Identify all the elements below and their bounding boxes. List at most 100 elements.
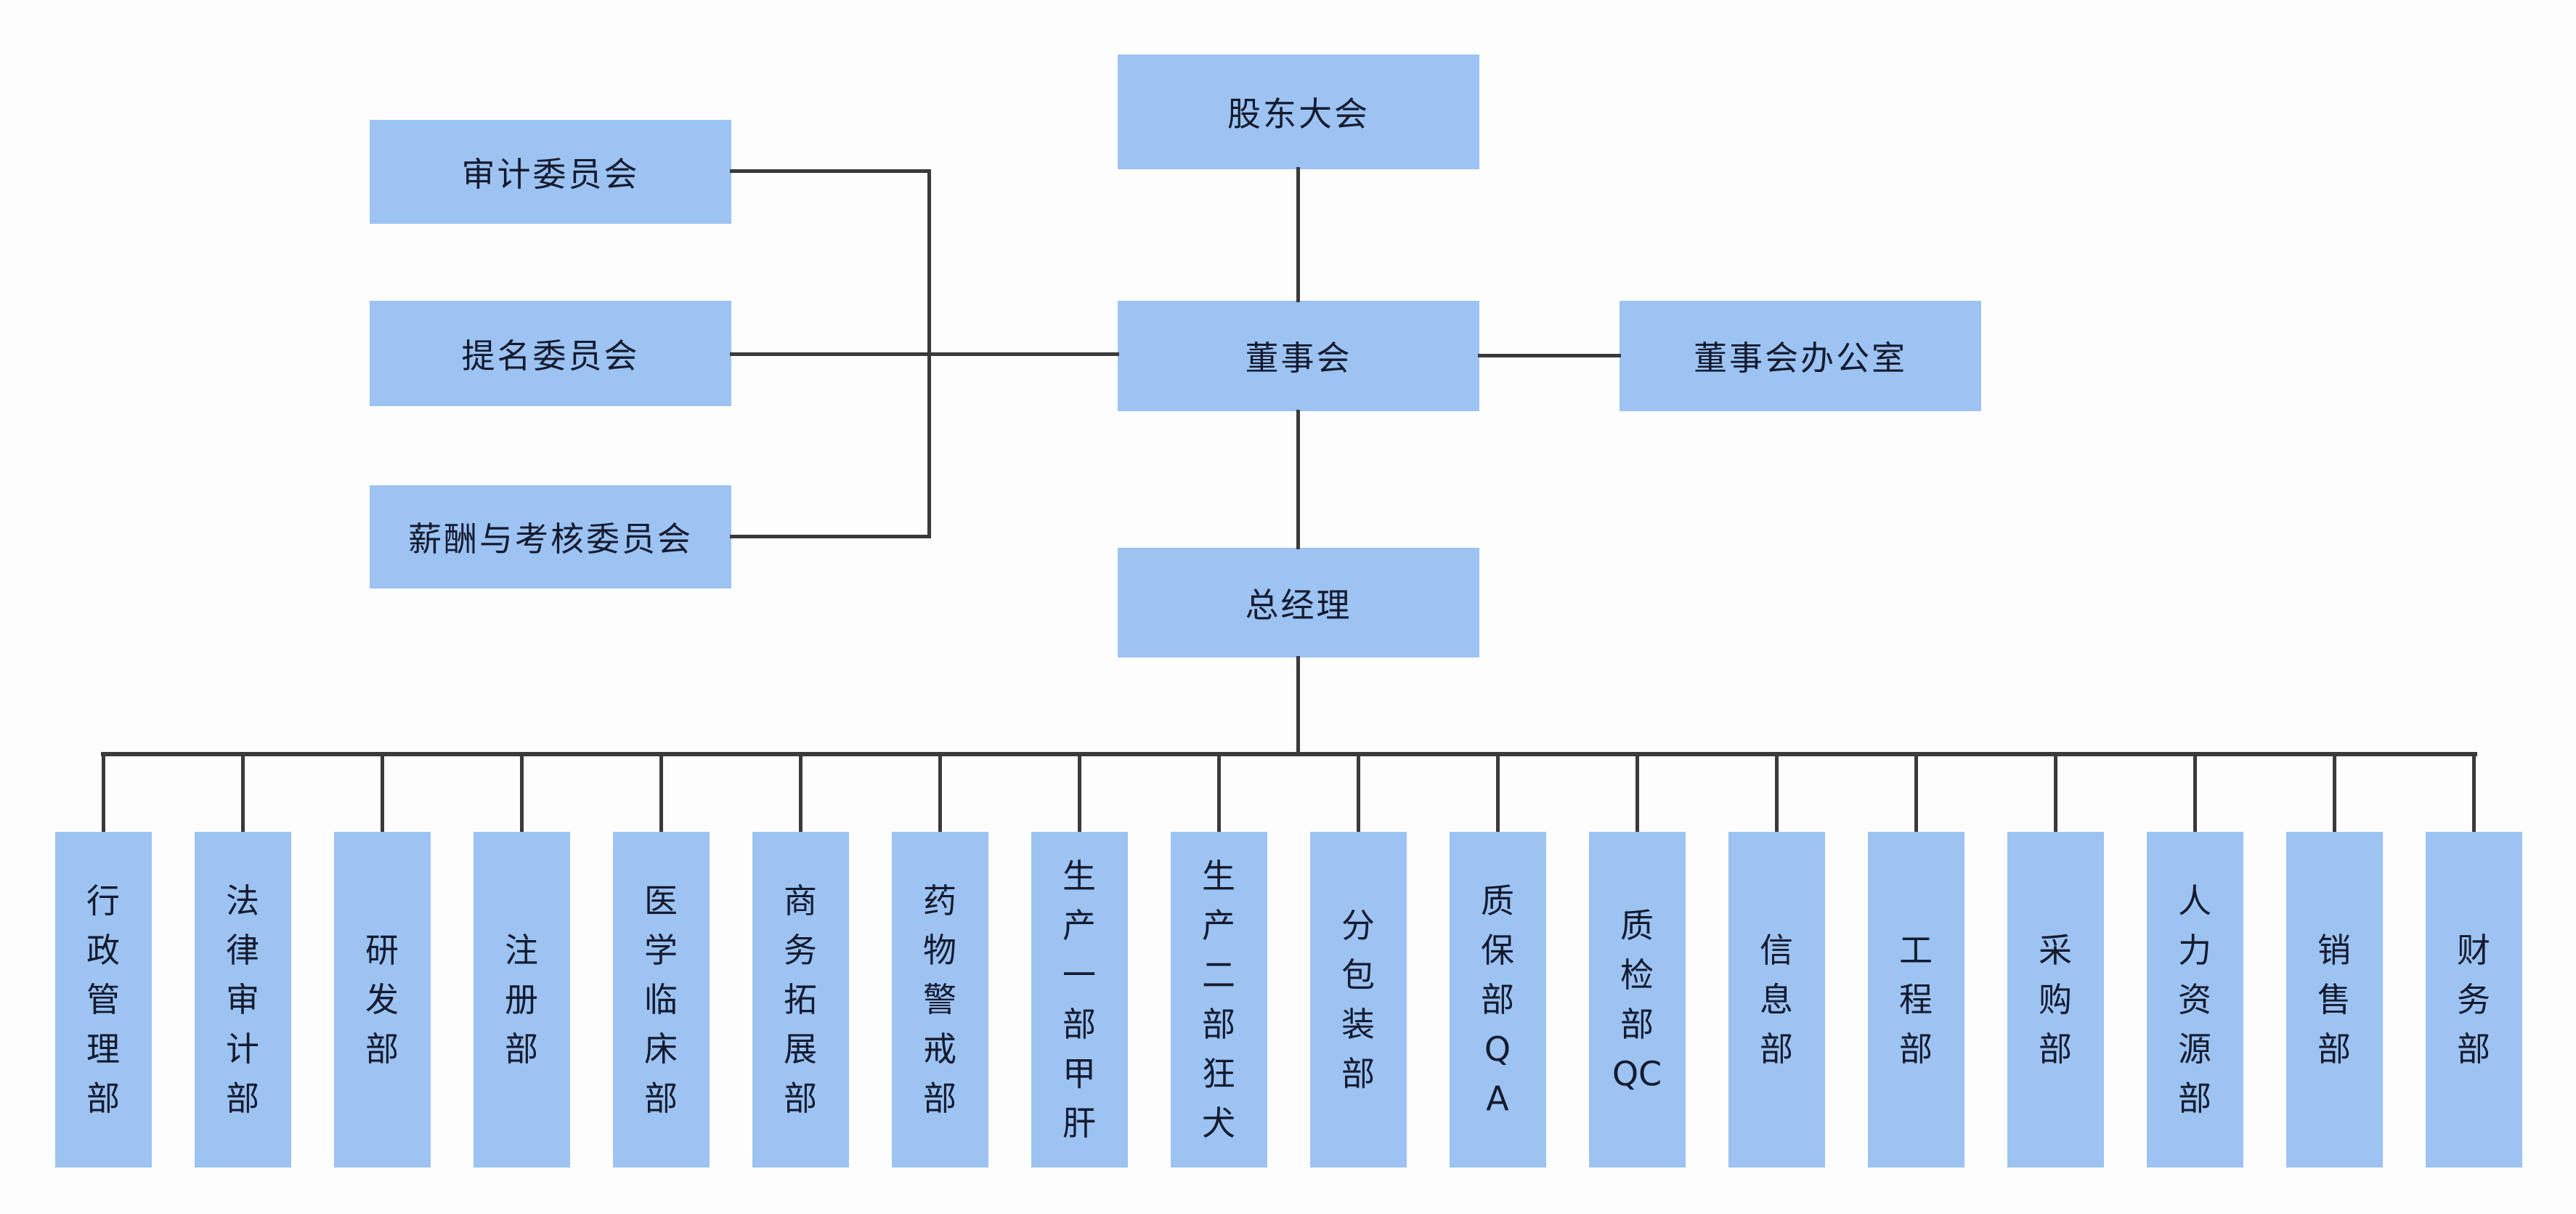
department-label-line: 发 xyxy=(365,980,399,1019)
department-label-line: 部 xyxy=(2317,1029,2351,1069)
node-shareholders-meeting: 股东大会 xyxy=(1118,54,1479,169)
department-label-line: 戒 xyxy=(923,1029,956,1069)
department-label-line: 务 xyxy=(784,931,817,970)
department-label-line: A xyxy=(1486,1079,1509,1118)
connector-remuneration-bus xyxy=(730,535,931,538)
department-label-line: 部 xyxy=(505,1029,538,1069)
department-label-line: 部 xyxy=(1063,1005,1096,1044)
department-box: 法律审计部 xyxy=(194,832,291,1168)
department-label-line: 保 xyxy=(1481,931,1514,970)
department-label-line: 部 xyxy=(1202,1005,1235,1044)
department-label-line: 医 xyxy=(644,881,678,920)
department-label-line: QC xyxy=(1612,1054,1662,1093)
department-label-line: 部 xyxy=(86,1079,120,1118)
department-label-line: 学 xyxy=(644,931,678,970)
department-label-line: 资 xyxy=(2178,980,2211,1019)
department-label-line: 源 xyxy=(2178,1029,2211,1069)
department-label-line: 物 xyxy=(923,931,956,970)
connector-department-drop xyxy=(381,754,384,832)
department-label-line: 部 xyxy=(2457,1029,2490,1069)
connector-department-drop xyxy=(2333,754,2336,832)
department-box: 医学临床部 xyxy=(612,832,710,1168)
department-label-line: 务 xyxy=(2457,980,2490,1019)
department-box: 分包装部 xyxy=(1309,832,1407,1168)
department-label-line: 床 xyxy=(644,1029,678,1069)
department-label-line: 一 xyxy=(1063,955,1096,995)
department-label-line: 拓 xyxy=(784,980,817,1019)
department-label-line: 部 xyxy=(923,1079,956,1118)
node-board-office: 董事会办公室 xyxy=(1620,301,1981,411)
department-box: 药物警戒部 xyxy=(891,832,988,1168)
node-board-label: 董事会 xyxy=(1245,339,1352,378)
node-board-office-label: 董事会办公室 xyxy=(1694,339,1907,378)
connector-department-drop xyxy=(1217,754,1221,832)
department-label-line: 政 xyxy=(86,931,120,970)
connector-shareholders-board xyxy=(1296,167,1300,302)
connector-department-drop xyxy=(102,754,105,832)
department-label-line: 力 xyxy=(2178,931,2211,970)
department-label-line: 部 xyxy=(1481,980,1514,1019)
connector-department-drop xyxy=(520,754,524,832)
department-box: 采购部 xyxy=(2007,832,2104,1168)
connector-department-drop xyxy=(1914,754,1918,832)
connector-department-drop xyxy=(2193,754,2197,832)
node-shareholders-meeting-label: 股东大会 xyxy=(1227,94,1370,134)
department-label-line: 研 xyxy=(365,931,399,970)
department-label-line: 购 xyxy=(2039,980,2072,1019)
department-box: 注册部 xyxy=(473,832,570,1168)
connector-nomination-board xyxy=(730,352,1119,356)
connector-department-drop xyxy=(1078,754,1081,832)
department-box: 研发部 xyxy=(333,832,431,1168)
department-label-line: 装 xyxy=(1341,1005,1375,1044)
department-label-line: 程 xyxy=(1899,980,1933,1019)
department-label-line: 部 xyxy=(1760,1029,1793,1069)
node-committee-remuneration: 薪酬与考核委员会 xyxy=(370,485,731,588)
node-general-manager-label: 总经理 xyxy=(1245,585,1352,625)
department-label-line: Q xyxy=(1484,1029,1511,1069)
department-label-line: 法 xyxy=(226,881,259,920)
node-committee-audit: 审计委员会 xyxy=(370,120,731,224)
department-label-line: 册 xyxy=(505,980,538,1019)
department-label-line: 产 xyxy=(1202,906,1235,945)
department-label-line: 展 xyxy=(784,1029,817,1069)
node-general-manager: 总经理 xyxy=(1118,548,1479,657)
department-label-line: 采 xyxy=(2039,931,2072,970)
node-board: 董事会 xyxy=(1118,301,1479,411)
department-box: 人力资源部 xyxy=(2146,832,2243,1168)
department-label-line: 管 xyxy=(86,980,120,1019)
department-box: 工程部 xyxy=(1867,832,1964,1168)
department-label-line: 部 xyxy=(1620,1005,1654,1044)
department-label-line: 部 xyxy=(1341,1054,1375,1093)
department-box: 行政管理部 xyxy=(54,832,152,1168)
department-label-line: 理 xyxy=(86,1029,120,1069)
department-label-line: 注 xyxy=(505,931,538,970)
department-label-line: 药 xyxy=(923,881,956,920)
department-label-line: 分 xyxy=(1341,906,1375,945)
connector-gm-bus xyxy=(1296,656,1300,754)
department-label-line: 计 xyxy=(226,1029,259,1069)
department-label-line: 生 xyxy=(1202,857,1235,896)
connector-audit-bus xyxy=(730,169,931,173)
department-label-line: 部 xyxy=(2178,1079,2211,1118)
department-box: 生产一部甲肝 xyxy=(1031,832,1128,1168)
department-label-line: 质 xyxy=(1620,906,1654,945)
connector-department-drop xyxy=(241,754,245,832)
department-label-line: 警 xyxy=(923,980,956,1019)
department-label-line: 人 xyxy=(2178,881,2211,920)
node-committee-nomination-label: 提名委员会 xyxy=(461,336,640,376)
node-committee-nomination: 提名委员会 xyxy=(370,301,731,406)
connector-department-drop xyxy=(1357,754,1360,832)
department-box: 销售部 xyxy=(2286,832,2383,1168)
department-label-line: 工 xyxy=(1899,931,1933,970)
department-label-line: 审 xyxy=(226,980,259,1019)
department-label-line: 息 xyxy=(1760,980,1793,1019)
department-label-line: 检 xyxy=(1620,955,1654,995)
connector-board-office xyxy=(1478,354,1621,357)
connector-department-drop xyxy=(938,754,942,832)
department-label-line: 律 xyxy=(226,931,259,970)
connector-department-drop xyxy=(659,754,663,832)
department-label-line: 狂 xyxy=(1202,1054,1235,1093)
department-label-line: 部 xyxy=(365,1029,399,1069)
connector-department-drop xyxy=(1636,754,1639,832)
